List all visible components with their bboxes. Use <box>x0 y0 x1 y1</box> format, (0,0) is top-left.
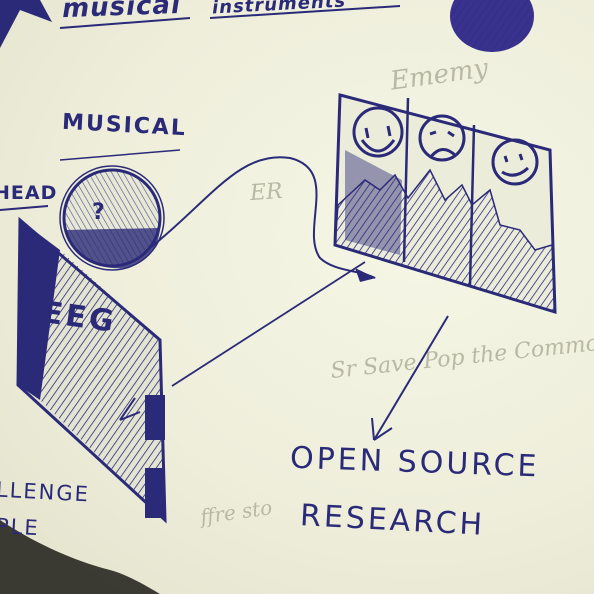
head-circle-icon <box>59 165 165 271</box>
people-label: PLE <box>0 513 41 541</box>
musical-heading: musical <box>61 0 182 25</box>
emotion-screen-icon <box>333 93 557 315</box>
challenge-label: LLENGE <box>0 477 91 507</box>
corner-scribble <box>0 0 52 48</box>
neutral-face-icon <box>491 138 539 186</box>
eeg-device-icon <box>16 216 167 524</box>
question-mark: ? <box>92 200 106 225</box>
arrow-down-icon <box>373 315 449 441</box>
underline <box>209 5 401 19</box>
happy-face-icon <box>352 106 404 158</box>
wire-line <box>149 156 376 279</box>
sad-face-icon <box>418 114 466 162</box>
shadow <box>0 520 160 594</box>
arrow-line <box>171 261 366 387</box>
head-label: HEAD <box>0 182 58 204</box>
